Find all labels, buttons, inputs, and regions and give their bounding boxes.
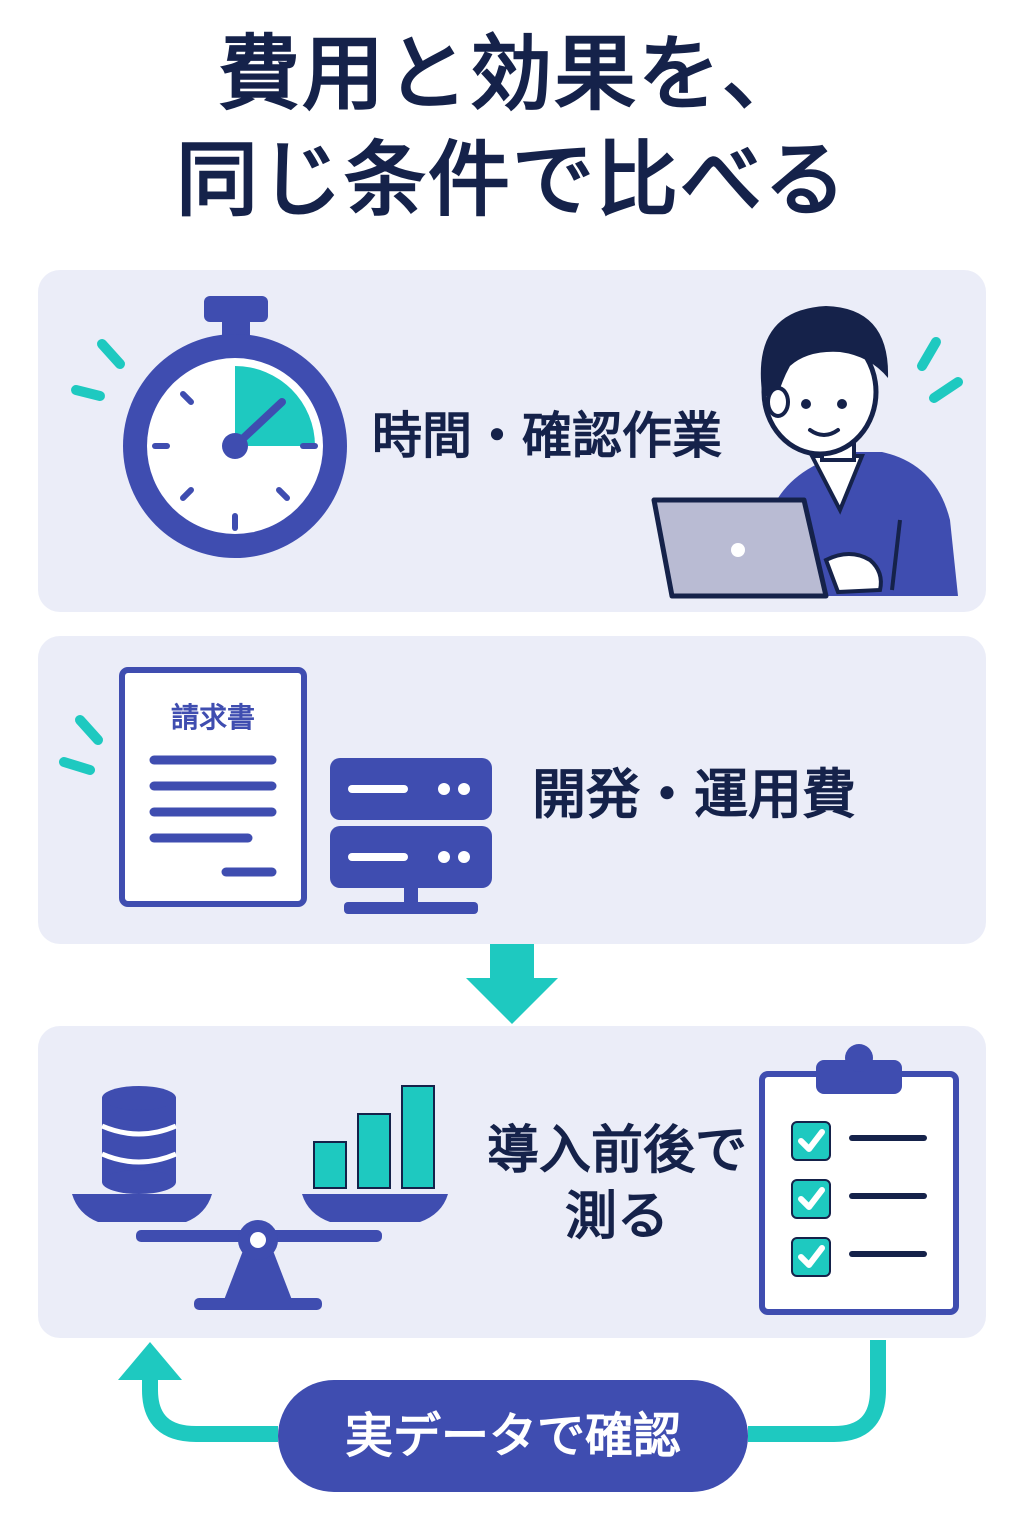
title-line-1: 費用と効果を、 — [217, 27, 806, 122]
row-label-time: 時間・確認作業 — [372, 407, 722, 465]
page-title: 費用と効果を、 同じ条件で比べる — [0, 22, 1024, 234]
confirm-with-real-data-badge: 実データで確認 — [278, 1380, 748, 1492]
row-label-measure: 導入前後で 測る — [482, 1118, 752, 1250]
row-label-measure-line-1: 導入前後で — [486, 1121, 747, 1181]
invoice-title: 請求書 — [170, 701, 255, 734]
row-label-cost: 開発・運用費 — [532, 763, 856, 826]
row-label-measure-line-2: 測る — [564, 1187, 669, 1247]
title-line-2: 同じ条件で比べる — [175, 133, 848, 228]
